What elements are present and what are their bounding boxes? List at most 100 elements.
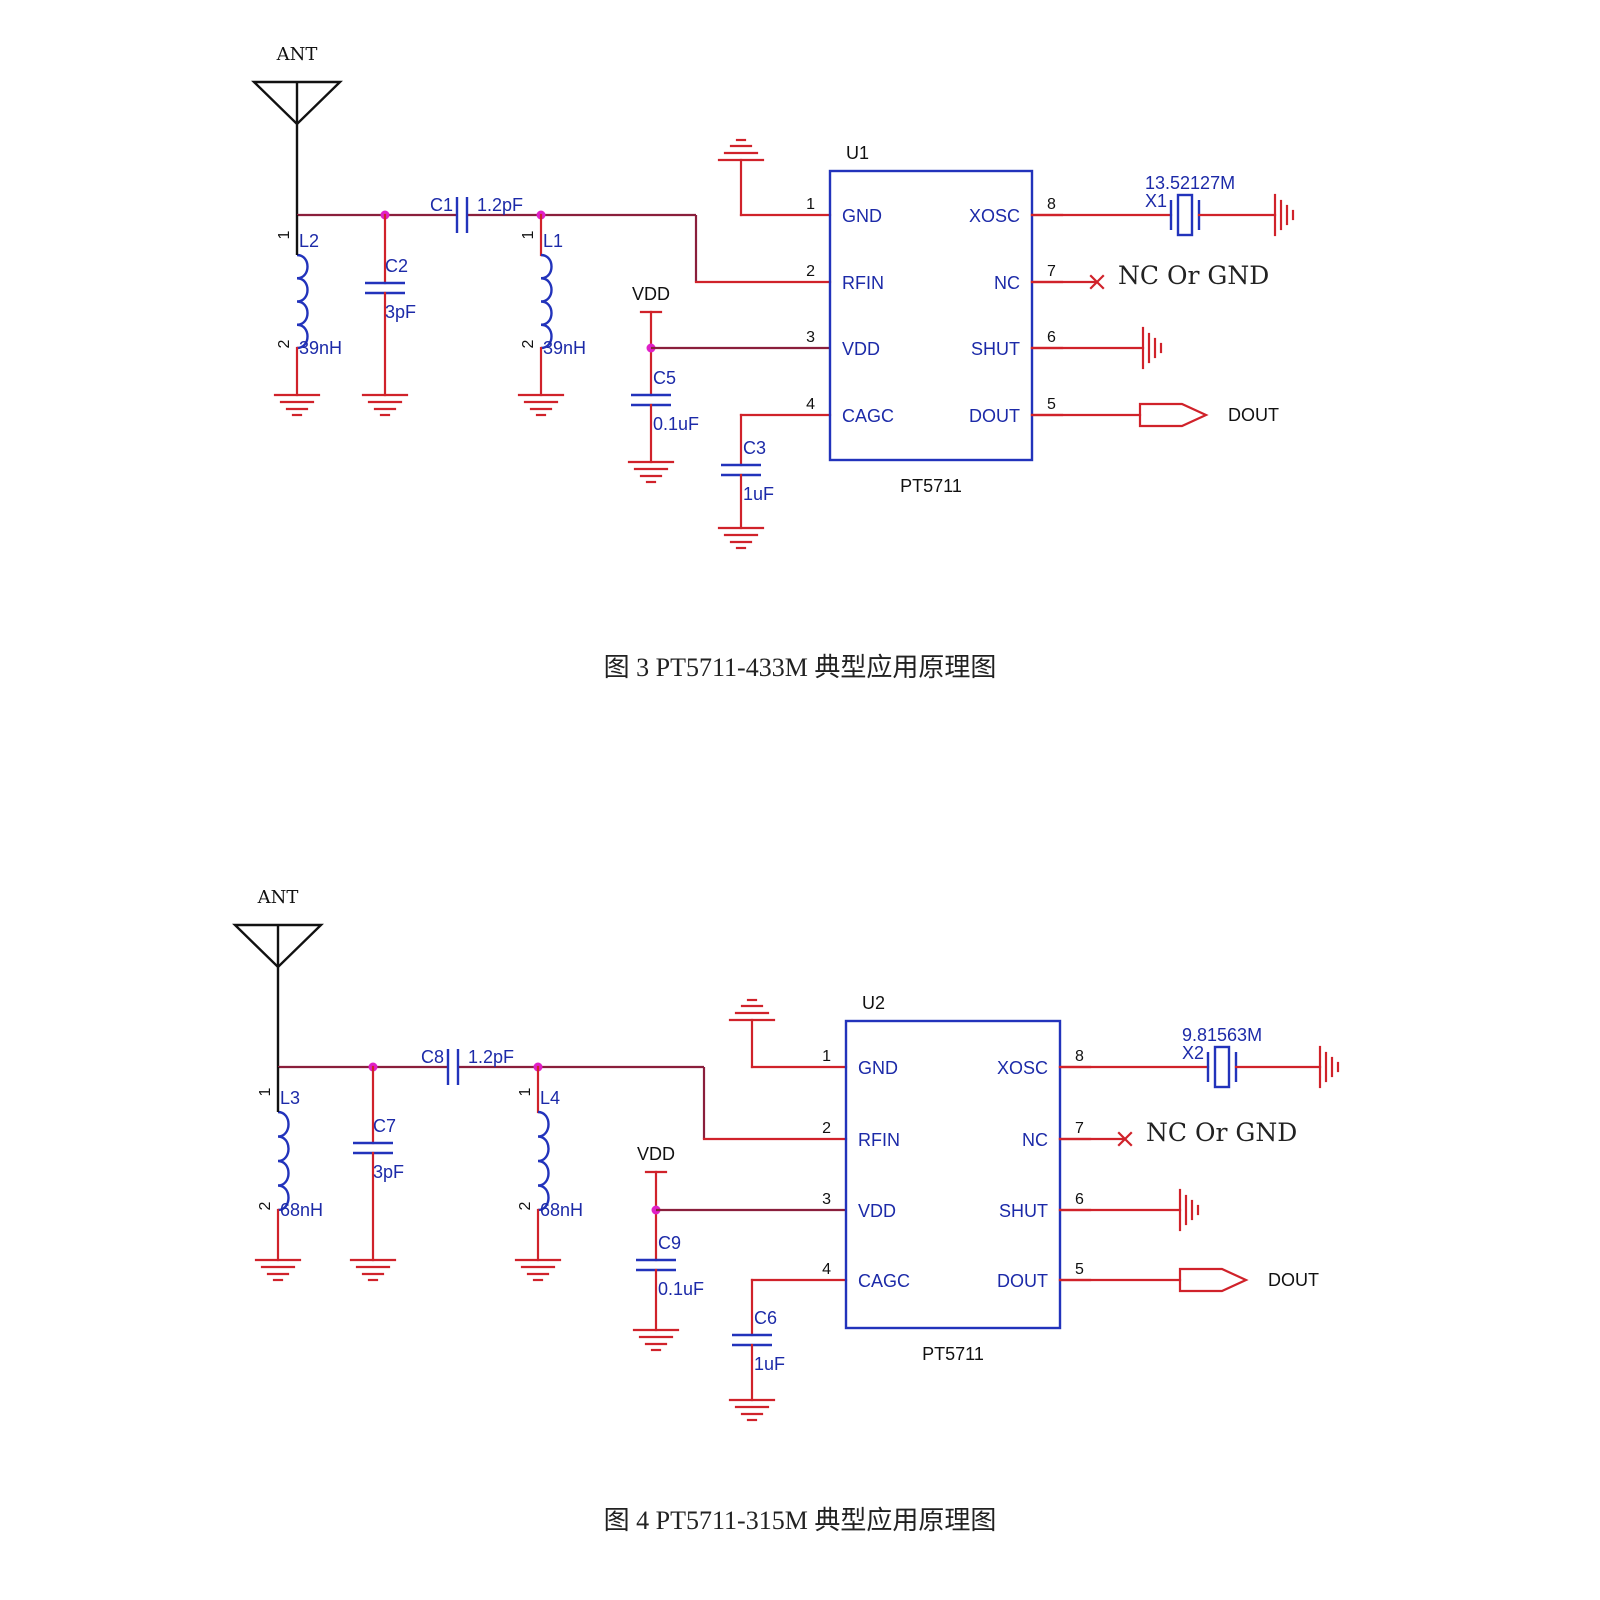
crystal (1213, 1045, 1231, 1089)
ground-symbol (349, 1258, 397, 1282)
ground-symbol (632, 1328, 680, 1352)
chip-part: PT5711 (922, 1344, 984, 1364)
inductor-right-ref: L4 (540, 1088, 560, 1108)
pin-xosc: XOSC (969, 206, 1020, 226)
shunt-cap-value: 3pF (385, 302, 416, 322)
inductor-left-value: 68nH (280, 1200, 323, 1220)
pin-number: 2 (822, 1120, 831, 1137)
pin-number: 6 (1047, 329, 1056, 346)
decoupling-cap-ref: C9 (658, 1233, 681, 1253)
inductor-right (537, 1110, 550, 1212)
ground-symbol (254, 1258, 302, 1282)
inductor-left-pin1: 1 (276, 230, 293, 239)
chip-body (828, 169, 1034, 462)
pin-shut: SHUT (999, 1201, 1048, 1221)
inductor-right-pin2: 2 (517, 1201, 534, 1210)
chip-part: PT5711 (900, 476, 962, 496)
pin-number: 3 (822, 1191, 831, 1208)
pin-nc: NC (994, 273, 1020, 293)
pin-shut: SHUT (971, 339, 1020, 359)
inductor-left (277, 1110, 290, 1212)
pin-number: 8 (1047, 196, 1056, 213)
ground-symbol (717, 138, 765, 162)
pin-number: 6 (1075, 1191, 1084, 1208)
figure-caption: 图 3 PT5711-433M 典型应用原理图 (604, 653, 997, 682)
inductor-right-pin1: 1 (520, 230, 537, 239)
pin-rfin: RFIN (842, 273, 884, 293)
series-cap-value: 1.2pF (477, 195, 523, 215)
series-cap-ref: C8 (421, 1047, 444, 1067)
agc-cap-ref: C6 (754, 1308, 777, 1328)
pin-number: 8 (1075, 1048, 1084, 1065)
series-cap-ref: C1 (430, 195, 453, 215)
inductor-left-ref: L2 (299, 231, 319, 251)
ground-symbol (1141, 326, 1163, 370)
dout-port (1178, 1267, 1249, 1293)
pin-cagc: CAGC (858, 1271, 910, 1291)
figure-caption: 图 4 PT5711-315M 典型应用原理图 (604, 1506, 997, 1535)
inductor-left-pin2: 2 (276, 339, 293, 348)
pin-gnd: GND (842, 206, 882, 226)
dout-label: DOUT (1268, 1270, 1319, 1290)
decoupling-cap-ref: C5 (653, 368, 676, 388)
vdd-label: VDD (632, 284, 670, 304)
schematic-1: ANT C1 1.2pF 1 2 L2 39nH C2 3pF 1 2 L1 39nH VDD C5 0.1u… (251, 44, 1295, 682)
pin-number: 4 (806, 396, 815, 413)
ground-symbol (728, 998, 776, 1022)
pin-number: 3 (806, 329, 815, 346)
dout-port (1138, 402, 1209, 428)
decoupling-cap-value: 0.1uF (658, 1279, 704, 1299)
ground-symbol (627, 460, 675, 484)
inductor-right-ref: L1 (543, 231, 563, 251)
ground-symbol (514, 1258, 562, 1282)
pin-dout: DOUT (969, 406, 1020, 426)
pin-number: 5 (1075, 1261, 1084, 1278)
inductor-right-value: 39nH (543, 338, 586, 358)
crystal-value: 9.81563M (1182, 1025, 1262, 1045)
crystal-ref: X1 (1145, 191, 1167, 211)
pin-number: 5 (1047, 396, 1056, 413)
chip-body (844, 1019, 1062, 1330)
pin-rfin: RFIN (858, 1130, 900, 1150)
vdd-label: VDD (637, 1144, 675, 1164)
decoupling-cap-value: 0.1uF (653, 414, 699, 434)
ground-symbol (717, 526, 765, 550)
nc-note: NC Or GND (1146, 1118, 1297, 1147)
ground-symbol (1273, 193, 1295, 237)
pin-gnd: GND (858, 1058, 898, 1078)
ground-symbol (273, 393, 321, 417)
pin-number: 1 (806, 196, 815, 213)
ground-symbol (517, 393, 565, 417)
no-connect-mark (1089, 274, 1105, 290)
inductor-right-pin2: 2 (520, 339, 537, 348)
nc-note: NC Or GND (1118, 261, 1269, 290)
pin-number: 7 (1075, 1120, 1084, 1137)
dout-label: DOUT (1228, 405, 1279, 425)
ground-symbol (1318, 1045, 1340, 1089)
inductor-right (540, 253, 553, 350)
chip-ref: U2 (862, 993, 885, 1013)
crystal (1176, 193, 1194, 237)
pin-vdd: VDD (858, 1201, 896, 1221)
pin-xosc: XOSC (997, 1058, 1048, 1078)
pin-number: 4 (822, 1261, 831, 1278)
antenna-label: ANT (257, 887, 299, 908)
shunt-cap-ref: C2 (385, 256, 408, 276)
pin-dout: DOUT (997, 1271, 1048, 1291)
pin-vdd: VDD (842, 339, 880, 359)
pin-number: 2 (806, 263, 815, 280)
crystal-ref: X2 (1182, 1043, 1204, 1063)
antenna-label: ANT (276, 44, 318, 65)
agc-cap-ref: C3 (743, 438, 766, 458)
inductor-left-ref: L3 (280, 1088, 300, 1108)
ground-symbol (1178, 1188, 1200, 1232)
inductor-right-value: 68nH (540, 1200, 583, 1220)
shunt-cap-ref: C7 (373, 1116, 396, 1136)
inductor-left (296, 253, 309, 350)
crystal-value: 13.52127M (1145, 173, 1235, 193)
inductor-left-value: 39nH (299, 338, 342, 358)
agc-cap-value: 1uF (743, 484, 774, 504)
no-connect-mark (1117, 1131, 1133, 1147)
